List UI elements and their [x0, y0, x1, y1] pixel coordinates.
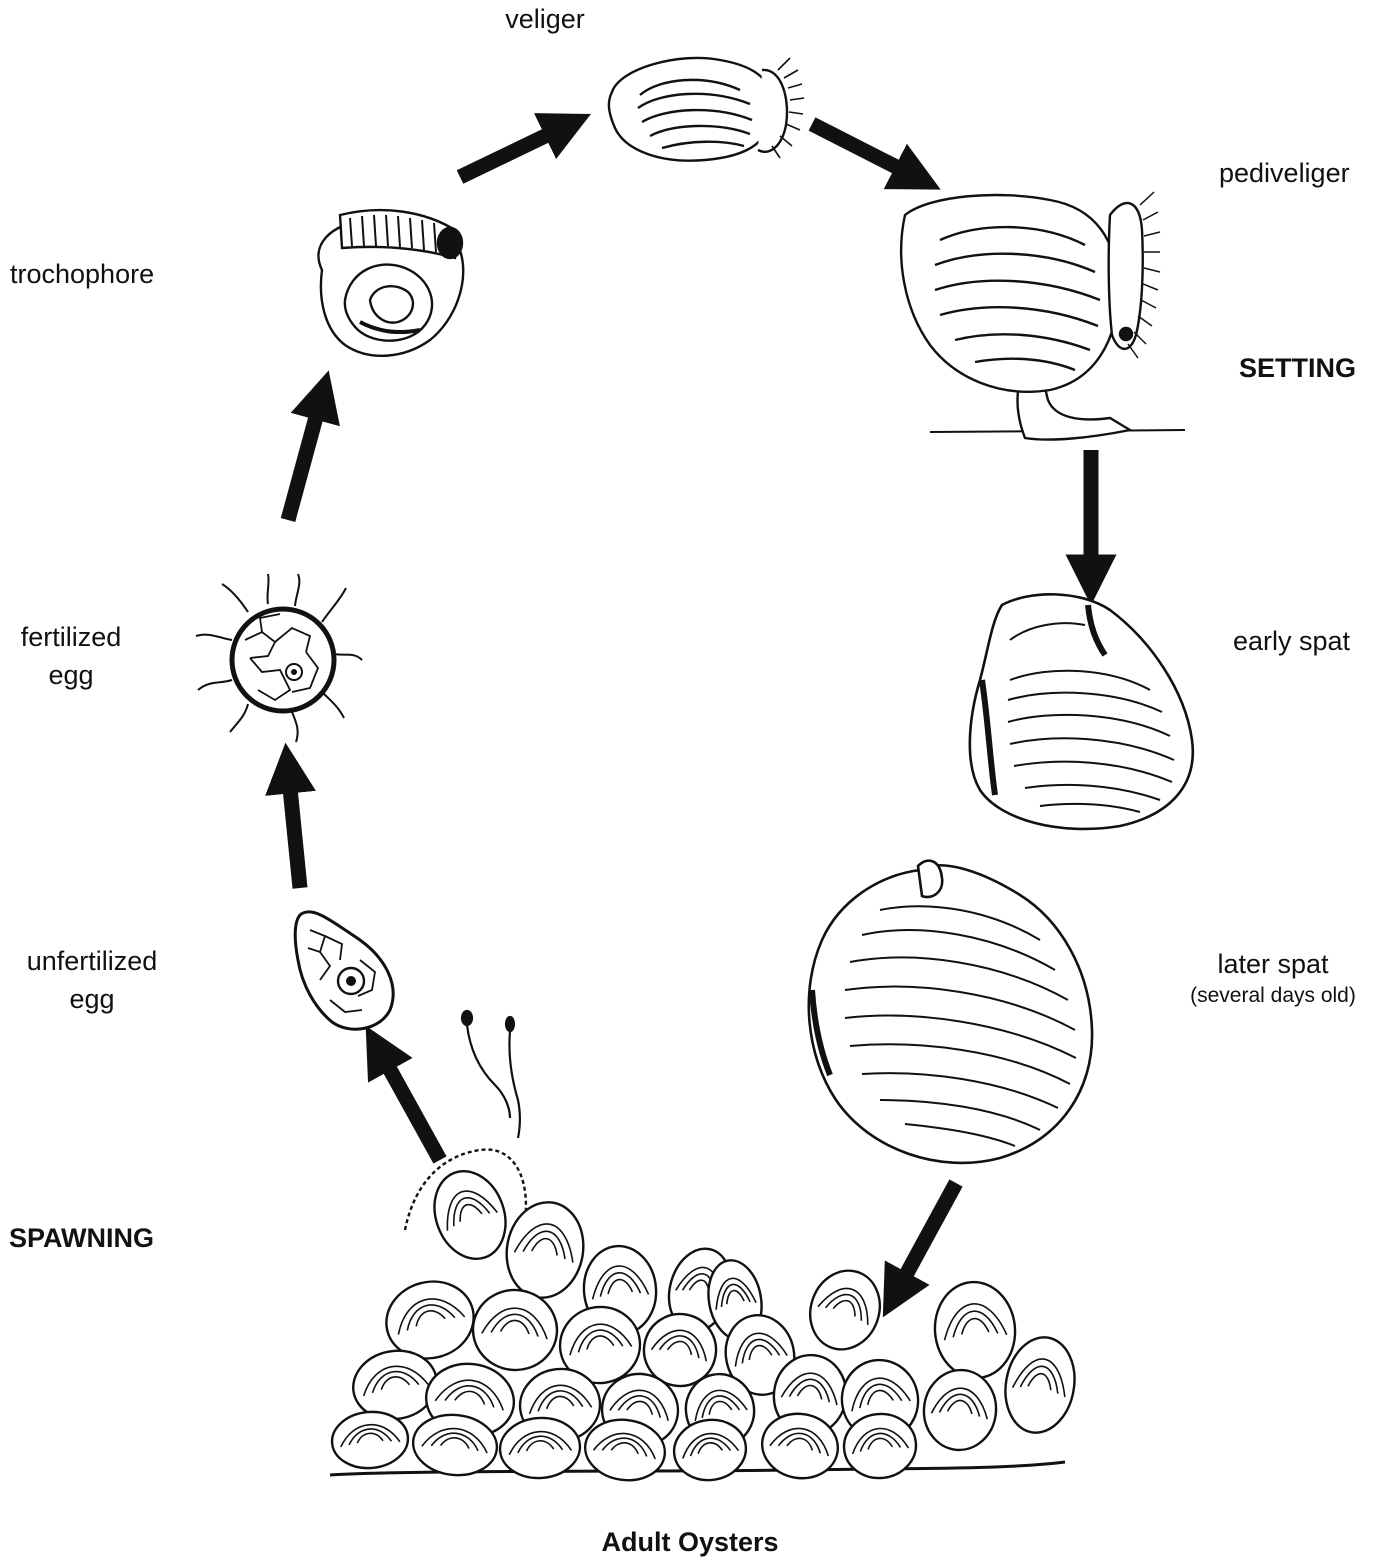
fertilized-egg-label-line2: egg [0, 656, 142, 694]
unfertilized-egg-label-line2: egg [6, 980, 178, 1018]
cycle-arrow-icon [812, 124, 918, 178]
fertilized-egg-label: fertilized egg [0, 618, 142, 694]
unfertilized-egg-icon [295, 912, 393, 1029]
later-spat-label: later spat (several days old) [1168, 945, 1378, 1009]
veliger-label: veliger [455, 0, 635, 38]
unfertilized-egg-label: unfertilized egg [6, 942, 178, 1018]
trochophore-larva-icon [319, 210, 464, 356]
cycle-arrow-icon [895, 1183, 956, 1295]
oyster-reef-icon [330, 1150, 1082, 1486]
early-spat-icon [970, 594, 1193, 829]
setting-label: SETTING [1239, 349, 1356, 387]
adult-oyster-shell [470, 1286, 561, 1373]
fertilized-egg-label-line1: fertilized [0, 618, 142, 656]
later-spat-label-line2: (several days old) [1168, 983, 1378, 1009]
adult-oysters-label: Adult Oysters [540, 1523, 840, 1561]
fertilized-egg-icon [196, 574, 362, 742]
adult-oyster-shell [799, 1261, 890, 1359]
cycle-arrow-icon [378, 1048, 440, 1160]
later-spat-icon [809, 861, 1092, 1163]
pediveliger-larva-icon [901, 192, 1185, 440]
veliger-larva-icon [609, 58, 804, 161]
adult-oyster-shell [920, 1366, 1000, 1453]
adult-oyster-shell [499, 1196, 591, 1304]
adult-oyster-shell [423, 1161, 518, 1269]
spawning-label: SPAWNING [9, 1219, 154, 1257]
cycle-arrow-icon [288, 395, 322, 520]
cycle-arrow-icon [288, 768, 300, 888]
later-spat-label-line1: later spat [1168, 945, 1378, 983]
adult-oyster-shell [931, 1279, 1019, 1382]
trochophore-label: trochophore [10, 255, 154, 293]
cycle-arrow-icon [460, 125, 568, 177]
unfertilized-egg-label-line1: unfertilized [6, 942, 178, 980]
early-spat-label: early spat [1233, 622, 1350, 660]
pediveliger-label: pediveliger [1219, 154, 1350, 192]
sperm-icon [462, 1011, 520, 1138]
